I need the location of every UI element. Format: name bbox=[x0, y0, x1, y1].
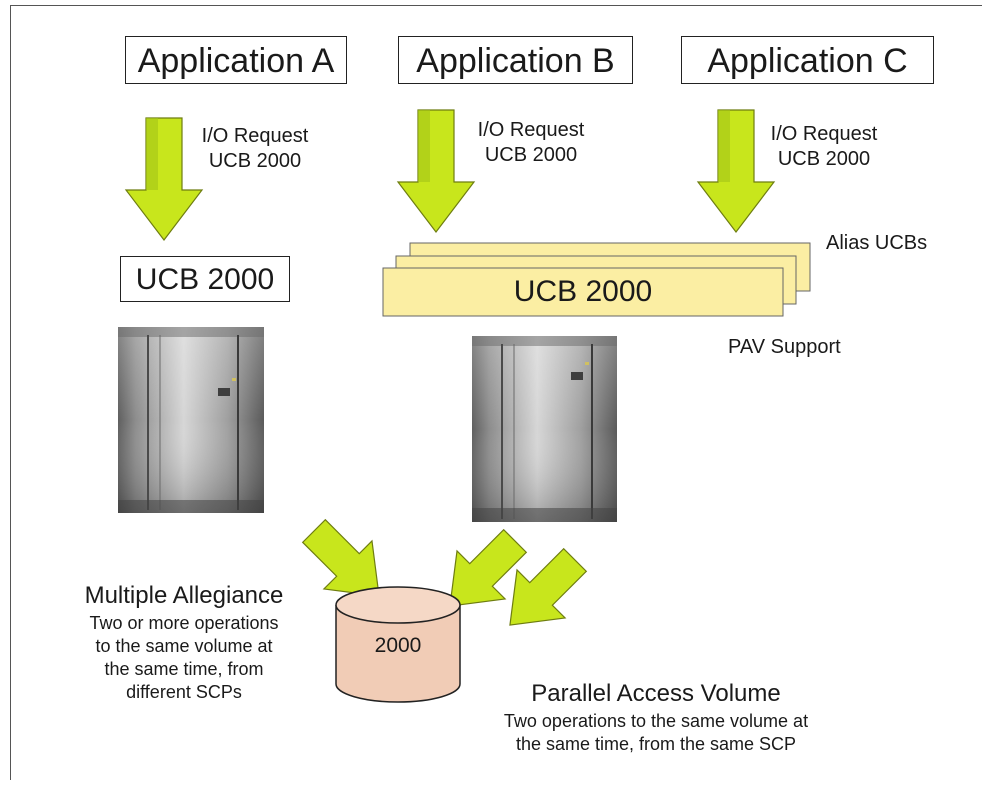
parallel-access-title: Parallel Access Volume bbox=[531, 680, 781, 707]
application-a-box: Application A bbox=[125, 36, 347, 84]
ucb-stack bbox=[382, 242, 811, 317]
ucb-box-left: UCB 2000 bbox=[120, 256, 290, 302]
io-request-ucb: UCB 2000 bbox=[208, 150, 302, 172]
volume-label: 2000 bbox=[374, 634, 422, 657]
diagonal-arrow-icon bbox=[449, 528, 528, 607]
storage-server-icon bbox=[472, 336, 617, 522]
desc-line: Two or more operations bbox=[89, 613, 279, 633]
pav-support-label: PAV Support bbox=[728, 336, 841, 358]
down-arrow-icon bbox=[696, 109, 776, 233]
desc-line: to the same volume at bbox=[95, 636, 273, 656]
io-request-line: I/O Request bbox=[477, 119, 585, 141]
io-request-label-c: I/O Request UCB 2000 bbox=[759, 122, 889, 172]
io-request-line: I/O Request bbox=[770, 123, 878, 145]
storage-server-icon bbox=[118, 327, 264, 513]
application-b-box: Application B bbox=[398, 36, 633, 84]
frame-left-line bbox=[10, 5, 11, 780]
ucb-stack-label: UCB 2000 bbox=[513, 275, 653, 308]
frame-top-line bbox=[10, 5, 982, 6]
io-request-ucb: UCB 2000 bbox=[484, 144, 578, 166]
down-arrow-icon bbox=[124, 117, 204, 241]
down-arrow-icon bbox=[396, 109, 476, 233]
io-request-label-a: I/O Request UCB 2000 bbox=[190, 124, 320, 174]
desc-line: the same time, from the same SCP bbox=[515, 734, 797, 754]
diagonal-arrow-icon bbox=[509, 547, 588, 626]
desc-line: different SCPs bbox=[126, 682, 242, 702]
desc-line: the same time, from bbox=[104, 659, 264, 679]
multiple-allegiance-title: Multiple Allegiance bbox=[84, 582, 284, 609]
parallel-access-desc: Two operations to the same volume at the… bbox=[470, 710, 842, 756]
io-request-ucb: UCB 2000 bbox=[777, 148, 871, 170]
alias-ucbs-label: Alias UCBs bbox=[826, 232, 928, 254]
disk-cylinder-icon bbox=[335, 586, 461, 703]
multiple-allegiance-desc: Two or more operations to the same volum… bbox=[44, 612, 324, 704]
io-request-line: I/O Request bbox=[201, 125, 309, 147]
io-request-label-b: I/O Request UCB 2000 bbox=[466, 118, 596, 168]
desc-line: Two operations to the same volume at bbox=[503, 711, 809, 731]
application-c-box: Application C bbox=[681, 36, 934, 84]
